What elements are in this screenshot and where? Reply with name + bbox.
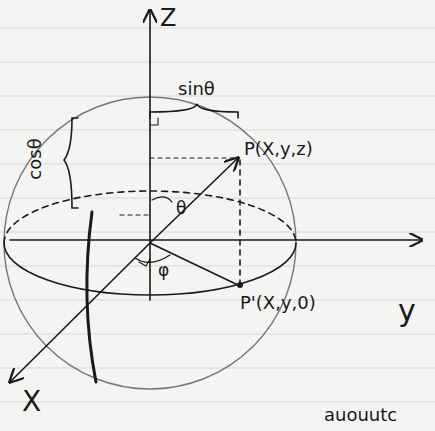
base-dashed — [120, 214, 150, 215]
cos-brace — [64, 118, 78, 208]
axis-label: φ — [158, 262, 169, 279]
axis-label: cosθ — [26, 138, 44, 179]
meridian-arc — [87, 212, 96, 382]
radius-vector — [150, 158, 238, 243]
height-dashed — [150, 157, 238, 158]
projection-line — [150, 243, 238, 285]
y-axis — [10, 239, 422, 241]
z-axis — [149, 10, 151, 300]
axis-label: y — [398, 296, 416, 326]
vertical-dashed — [239, 160, 241, 283]
sin-brace — [150, 104, 238, 118]
axis-label: sinθ — [178, 80, 215, 98]
paper-rules — [0, 28, 435, 402]
right-angle — [150, 118, 158, 125]
axis-label: X — [22, 388, 41, 416]
axis-label: P'(X,y,0) — [240, 294, 316, 312]
point-dot — [237, 282, 243, 288]
x-axis — [10, 243, 150, 382]
axis-label: P(X,y,z) — [244, 140, 313, 158]
axis-label: θ — [176, 200, 186, 217]
axis-label: auouutc — [324, 406, 397, 424]
axis-label: Z — [160, 6, 176, 30]
right-angle — [139, 259, 150, 266]
theta-arc — [152, 197, 172, 202]
